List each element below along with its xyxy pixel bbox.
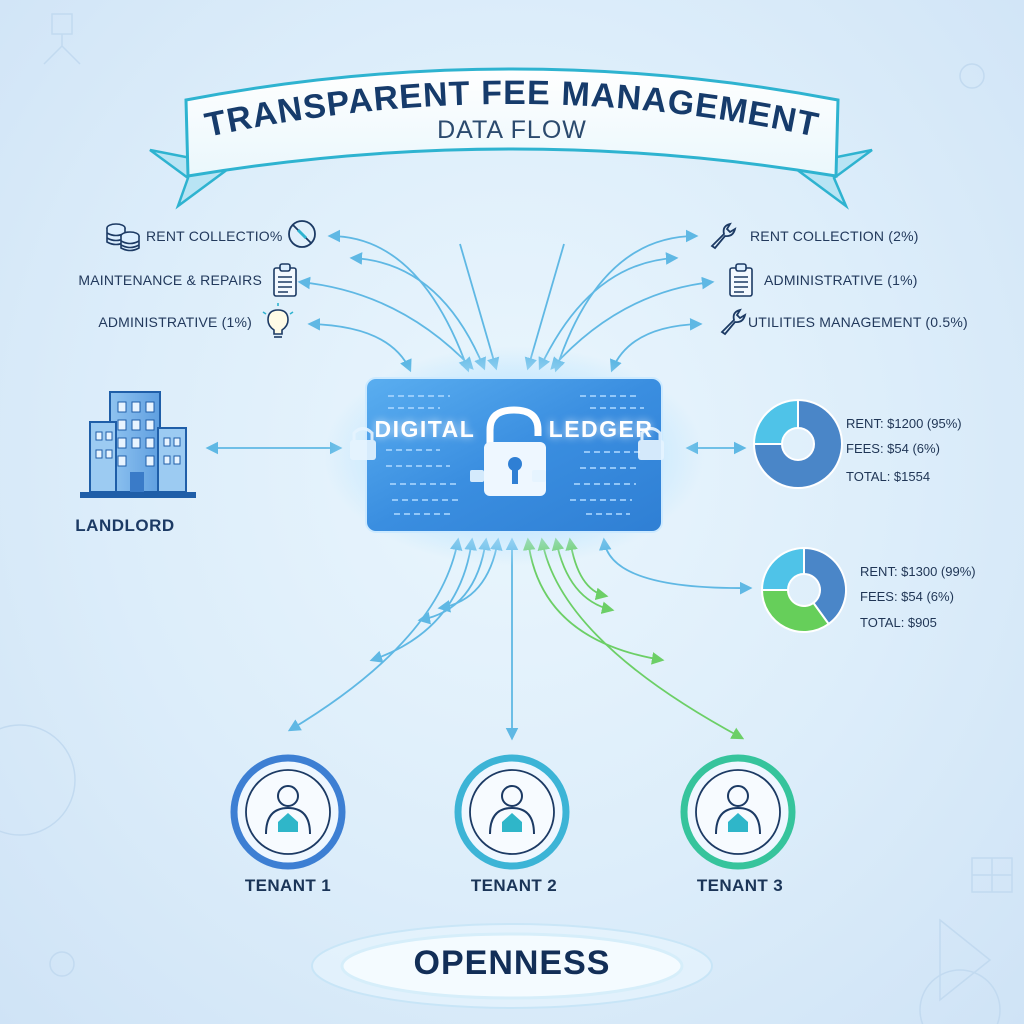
tenant-1-node — [230, 754, 346, 870]
tenant-2-node — [454, 754, 570, 870]
wrench-icon — [720, 308, 747, 336]
tenant-3-node — [680, 754, 796, 870]
pie2-slice-3 — [760, 546, 805, 591]
pie1-slice-1 — [752, 398, 843, 489]
tenant-flow-arrows — [287, 537, 745, 741]
digital-ledger-card — [324, 346, 704, 566]
openness-badge — [311, 923, 713, 1009]
summary-2-pie-chart — [760, 546, 847, 633]
lightbulb-icon — [262, 303, 294, 338]
background-decoration — [0, 13, 1013, 1024]
title-banner: TRANSPARENT FEE MANAGEMENT — [149, 67, 873, 210]
wrench-icon — [710, 222, 737, 250]
pie2-slice-2 — [760, 589, 831, 633]
pie2-slice-1 — [803, 546, 847, 626]
clipboard-icon — [273, 263, 297, 297]
no-fee-icon — [288, 220, 316, 248]
coins-icon — [106, 223, 140, 252]
building-icon — [80, 391, 196, 498]
summary-2-flow-arrow — [598, 537, 753, 595]
padlock-icon — [484, 406, 546, 496]
pie1-slice-2 — [752, 398, 799, 445]
small-lock-icon — [350, 427, 664, 482]
summary-1-pie-chart — [752, 398, 843, 489]
clipboard-icon — [729, 263, 753, 297]
